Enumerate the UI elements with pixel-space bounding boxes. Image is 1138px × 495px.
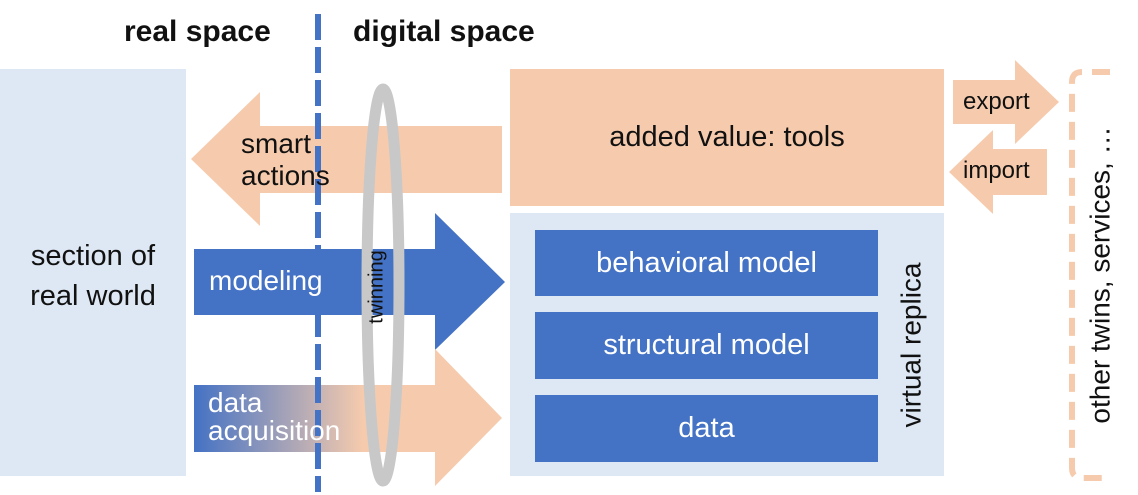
other-twins-label: other twins, services, …: [1084, 126, 1115, 423]
modeling-label: modeling: [209, 265, 323, 296]
real-world-panel: [0, 69, 186, 476]
import-arrow: [949, 130, 1047, 214]
data-model-label: data: [678, 412, 735, 444]
smart-actions-line1: smart: [241, 128, 311, 159]
data-acquisition-label: data acquisition: [208, 389, 340, 445]
real-space-heading: real space: [124, 15, 271, 48]
virtual-replica-label: virtual replica: [895, 262, 926, 427]
behavioral-model-label: behavioral model: [596, 246, 817, 279]
structural-model-label: structural model: [603, 329, 810, 361]
modeling-arrow: [194, 213, 505, 350]
data-acquisition-line1: data: [208, 387, 263, 418]
export-label: export: [963, 88, 1030, 115]
real-world-label-line1: section of: [30, 240, 156, 272]
added-value-box: [510, 69, 944, 206]
data-acquisition-arrow: [194, 349, 502, 486]
smart-actions-arrow: [191, 92, 502, 226]
behavioral-model-box: [535, 230, 878, 296]
structural-model-box: [535, 312, 878, 379]
data-box: [535, 395, 878, 462]
twinning-label: twinning: [365, 250, 387, 323]
smart-actions-label: smart actions: [241, 128, 330, 192]
added-value-label: added value: tools: [609, 121, 845, 153]
digital-space-heading: digital space: [353, 15, 535, 48]
import-label: import: [963, 157, 1030, 184]
real-world-label-line2: real world: [30, 280, 156, 312]
smart-actions-line2: actions: [241, 160, 330, 191]
other-twins-bracket: [1069, 69, 1110, 481]
real-world-label: section of real world: [0, 236, 186, 316]
twinning-ring: [361, 83, 405, 487]
data-acquisition-line2: acquisition: [208, 415, 341, 446]
export-arrow: [953, 60, 1059, 144]
